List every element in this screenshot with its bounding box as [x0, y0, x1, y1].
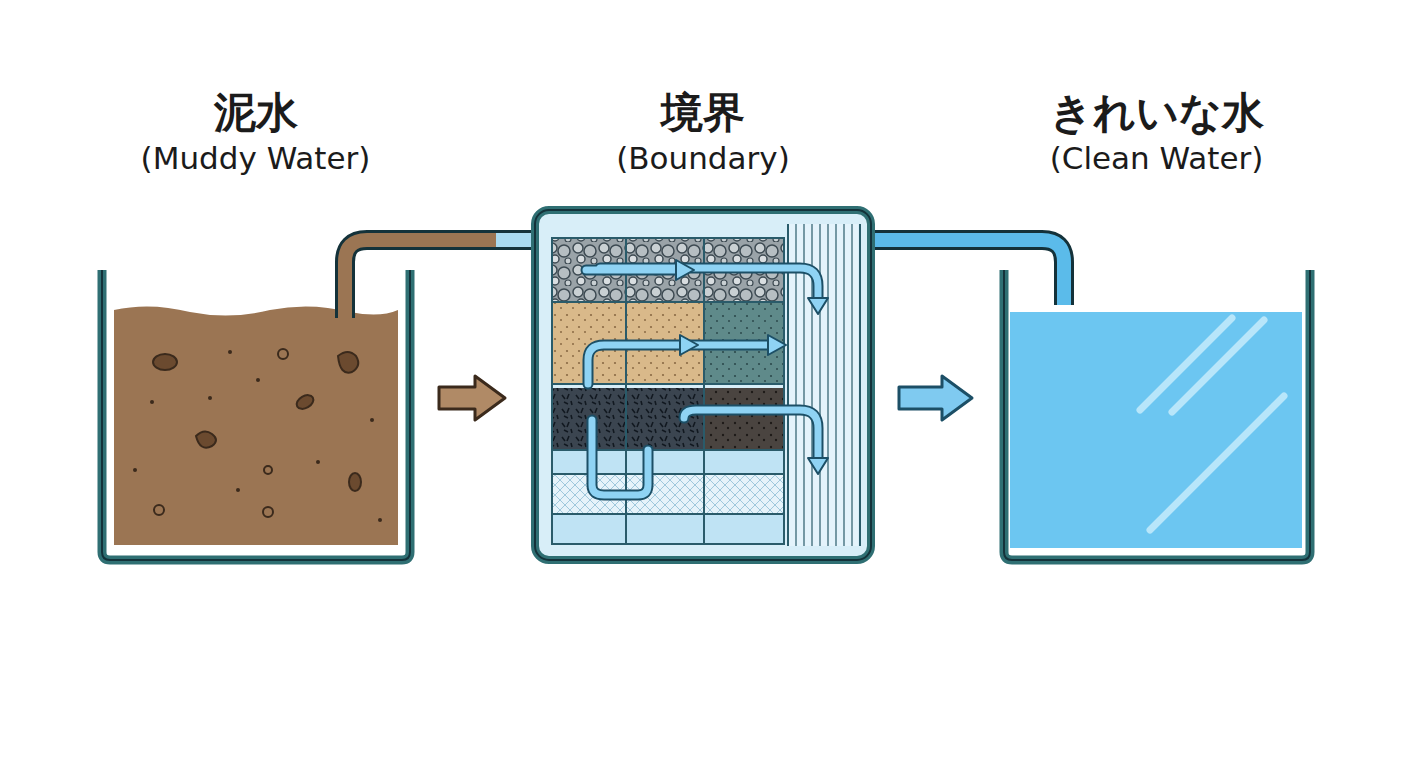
tank-node: 境界(Boundary) [525, 88, 881, 562]
tank-title: きれいな水 [992, 88, 1321, 138]
flow-arrow [899, 376, 972, 420]
flow-arrow [439, 376, 505, 420]
tank-subtitle: (Clean Water) [992, 138, 1321, 178]
tank-subtitle: (Muddy Water) [90, 138, 421, 178]
tank-subtitle: (Boundary) [525, 138, 881, 178]
tank-title: 境界 [525, 88, 881, 138]
tank-node: きれいな水(Clean Water) [992, 88, 1321, 562]
tank-title: 泥水 [90, 88, 421, 138]
tank-node: 泥水(Muddy Water) [90, 88, 421, 562]
